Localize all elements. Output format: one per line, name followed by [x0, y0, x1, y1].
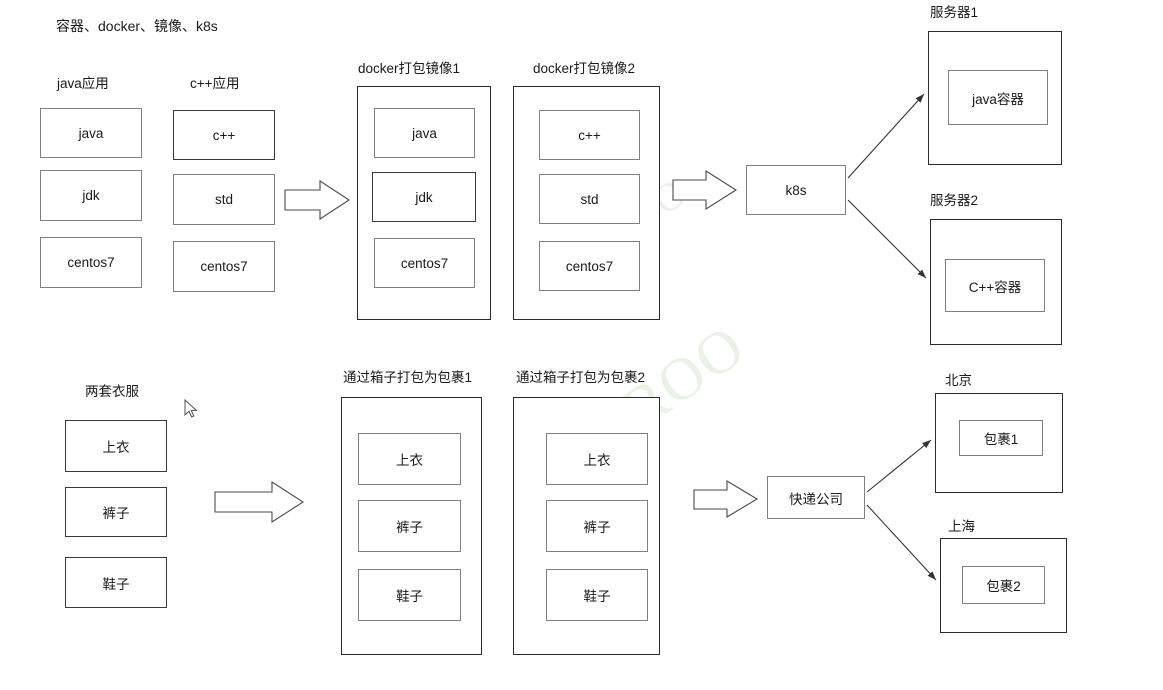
source-title-cpp: c++应用 — [190, 76, 240, 91]
container-box-java: java容器 — [948, 70, 1048, 125]
block-arrow-pack-box — [214, 480, 305, 524]
layer-box-java: java — [40, 108, 142, 158]
layer-box-shoes: 鞋子 — [358, 569, 461, 621]
layer-box-centos7: centos7 — [173, 241, 275, 292]
layer-box-jdk: jdk — [40, 170, 142, 221]
layer-box-pants: 裤子 — [358, 500, 461, 552]
target-title-shanghai: 上海 — [948, 519, 975, 534]
layer-box-shoes: 鞋子 — [546, 569, 648, 621]
layer-box-top: 上衣 — [358, 433, 461, 485]
target-title-server1: 服务器1 — [930, 5, 979, 20]
layer-box-centos7: centos7 — [40, 237, 142, 288]
block-arrow-pack-docker — [284, 179, 351, 221]
orchestrator-box-k8s: k8s — [746, 165, 846, 215]
orchestrator-box-courier: 快递公司 — [767, 476, 865, 519]
page-title: 容器、docker、镜像、k8s — [56, 18, 218, 34]
mouse-pointer-icon — [184, 399, 198, 418]
layer-box-pants: 裤子 — [65, 487, 167, 537]
layer-box-centos7: centos7 — [374, 238, 475, 288]
package-title-2: 通过箱子打包为包裹2 — [516, 370, 646, 385]
layer-box-std: std — [173, 174, 275, 225]
layer-box-pants: 裤子 — [546, 500, 648, 552]
image-title-1: docker打包镜像1 — [358, 61, 461, 76]
layer-box-top: 上衣 — [65, 420, 167, 472]
block-arrow-to-courier — [693, 480, 759, 518]
arrow-courier-to-beijing — [866, 439, 932, 493]
layer-box-shoes: 鞋子 — [65, 557, 167, 608]
arrow-courier-to-shanghai — [866, 504, 937, 581]
package-box-2: 包裹2 — [962, 566, 1045, 604]
package-box-1: 包裹1 — [959, 420, 1043, 456]
image-title-2: docker打包镜像2 — [533, 61, 636, 76]
layer-box-centos7: centos7 — [539, 241, 640, 291]
arrow-k8s-to-server1 — [847, 93, 925, 179]
package-title-1: 通过箱子打包为包裹1 — [343, 370, 473, 385]
layer-box-std: std — [539, 174, 640, 224]
target-container-shanghai — [940, 538, 1067, 633]
layer-box-jdk: jdk — [372, 172, 476, 222]
layer-box-top: 上衣 — [546, 433, 648, 485]
source-title-clothes: 两套衣服 — [85, 384, 139, 399]
layer-box-cpp: c++ — [173, 110, 275, 160]
layer-box-cpp: c++ — [539, 110, 640, 160]
target-title-beijing: 北京 — [945, 373, 972, 388]
arrow-k8s-to-server2 — [847, 199, 927, 279]
layer-box-java: java — [374, 108, 475, 158]
container-box-cpp: C++容器 — [945, 259, 1045, 312]
target-title-server2: 服务器2 — [930, 193, 979, 208]
source-title-java: java应用 — [57, 76, 109, 91]
